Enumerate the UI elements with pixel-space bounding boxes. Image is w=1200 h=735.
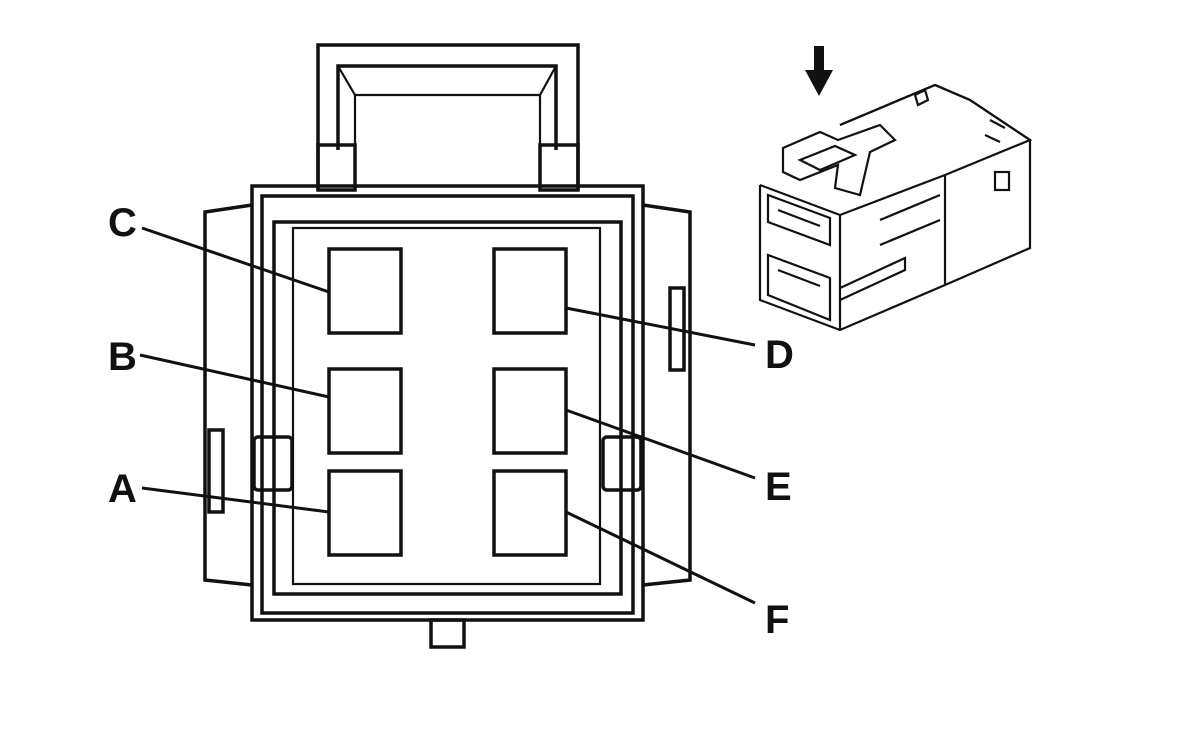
outer-housing [250, 184, 645, 622]
inner-housing [272, 220, 623, 596]
arrow-down-icon [805, 46, 833, 96]
left-wing [203, 203, 253, 587]
latch-handle [316, 43, 580, 192]
cavity-a [327, 469, 403, 557]
right-lock-tab [601, 435, 643, 492]
leader-d [565, 306, 756, 347]
terminal-face [291, 226, 602, 586]
cavity-c [327, 247, 403, 335]
leader-lines [139, 226, 756, 605]
terminal-cavities [327, 247, 568, 557]
pin-label-d: D [765, 333, 794, 377]
leader-f [565, 510, 756, 605]
cavity-d [492, 247, 568, 335]
pin-label-a: A [108, 467, 137, 511]
left-lock-tab [252, 435, 294, 492]
cavity-b [327, 367, 403, 455]
pin-labels: C B A D E F [108, 201, 794, 642]
cavity-f [492, 469, 568, 557]
leader-a [141, 486, 330, 514]
pin-label-f: F [765, 598, 789, 642]
bottom-key [429, 618, 466, 649]
cavity-e [492, 367, 568, 455]
housing-lip [260, 194, 635, 615]
left-slot [207, 428, 225, 514]
leader-e [565, 408, 756, 480]
connector-body [203, 43, 692, 649]
pin-label-e: E [765, 465, 792, 509]
right-wing [642, 203, 692, 587]
pin-label-c: C [108, 201, 137, 245]
leader-b [139, 353, 330, 399]
connector-isometric-view [758, 46, 1033, 332]
pin-label-b: B [108, 335, 137, 379]
leader-c [141, 226, 330, 294]
